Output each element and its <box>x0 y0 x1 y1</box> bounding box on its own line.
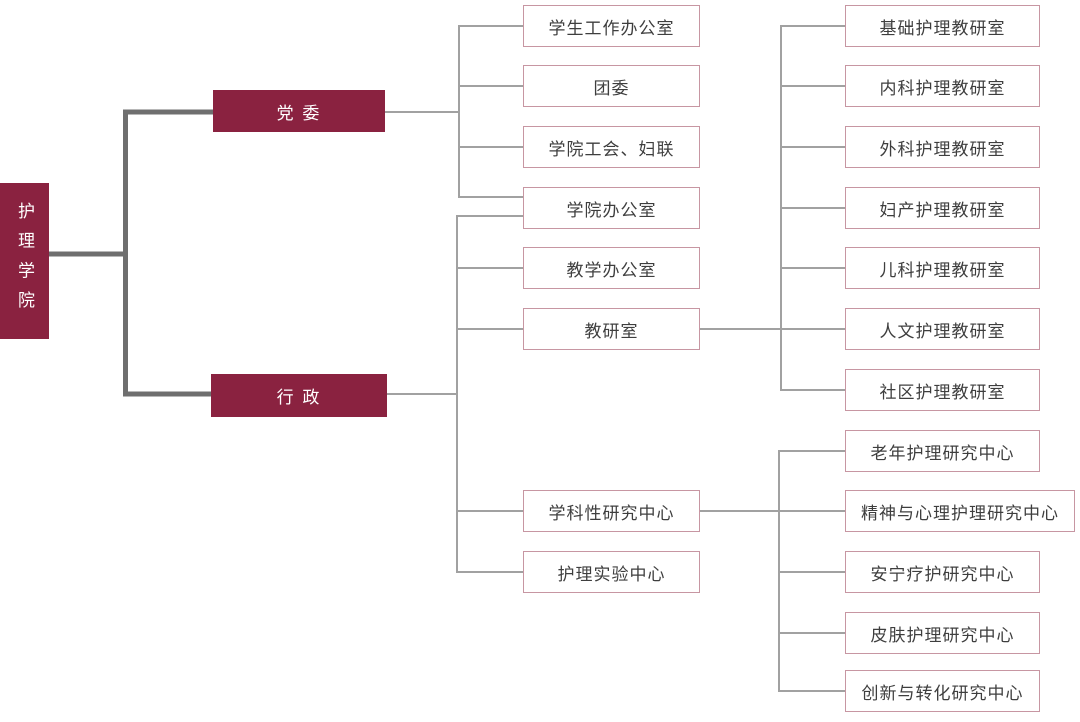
node-youth-league: 团委 <box>523 65 700 107</box>
node-psychological-nursing-research-center: 精神与心理护理研究中心 <box>845 490 1075 532</box>
node-college-office: 学院办公室 <box>523 187 700 229</box>
node-pediatric-nursing-section: 儿科护理教研室 <box>845 247 1040 289</box>
node-union-womens-federation: 学院工会、妇联 <box>523 126 700 168</box>
node-disciplinary-research-center: 学科性研究中心 <box>523 490 700 532</box>
node-administration: 行 政 <box>211 374 387 417</box>
node-skin-nursing-research-center: 皮肤护理研究中心 <box>845 612 1040 654</box>
node-community-nursing-section: 社区护理教研室 <box>845 369 1040 411</box>
node-humanistic-nursing-section: 人文护理教研室 <box>845 308 1040 350</box>
node-obstetric-nursing-section: 妇产护理教研室 <box>845 187 1040 229</box>
node-geriatric-nursing-research-center: 老年护理研究中心 <box>845 430 1040 472</box>
node-hospice-care-research-center: 安宁疗护研究中心 <box>845 551 1040 593</box>
node-internal-medicine-nursing-section: 内科护理教研室 <box>845 65 1040 107</box>
node-teaching-office: 教学办公室 <box>523 247 700 289</box>
node-student-work-office: 学生工作办公室 <box>523 5 700 47</box>
node-nursing-lab-center: 护理实验中心 <box>523 551 700 593</box>
node-teaching-research-section: 教研室 <box>523 308 700 350</box>
node-innovation-transformation-research-center: 创新与转化研究中心 <box>845 670 1040 712</box>
node-basic-nursing-section: 基础护理教研室 <box>845 5 1040 47</box>
root-label: 护理学院 <box>15 201 34 321</box>
node-surgical-nursing-section: 外科护理教研室 <box>845 126 1040 168</box>
node-party-committee: 党 委 <box>213 90 385 132</box>
node-root: 护理学院 <box>0 183 49 339</box>
